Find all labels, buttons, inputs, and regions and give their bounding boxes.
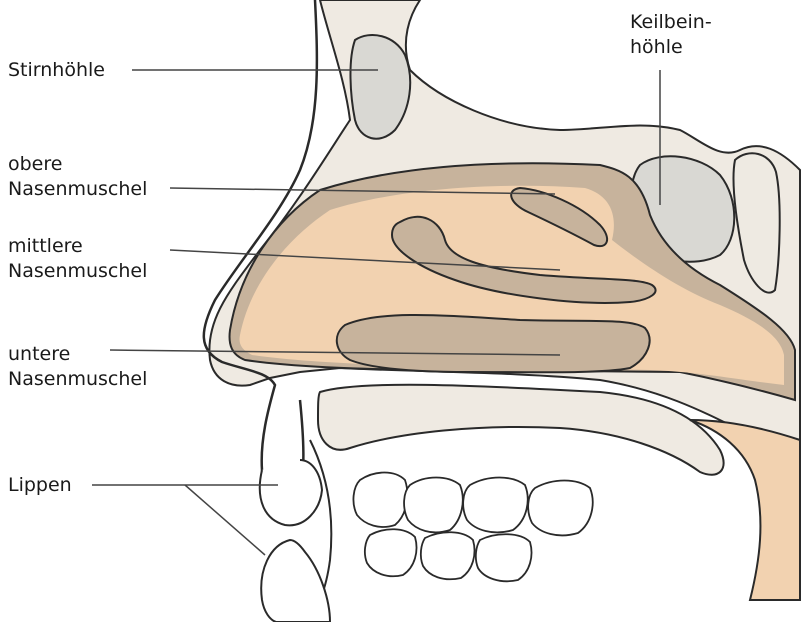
tooth <box>404 478 463 533</box>
label-lippen-text: Lippen <box>8 473 72 498</box>
label-mittlere-line2: Nasenmuschel <box>8 259 147 284</box>
tooth <box>365 529 417 576</box>
tooth <box>476 534 532 581</box>
label-untere-nasenmuschel: untere Nasenmuschel <box>8 342 147 392</box>
tooth <box>353 473 407 527</box>
label-mittlere-line1: mittlere <box>8 234 147 259</box>
label-stirnhoehle-text: Stirnhöhle <box>8 58 105 83</box>
label-mittlere-nasenmuschel: mittlere Nasenmuschel <box>8 234 147 284</box>
label-untere-line1: untere <box>8 342 147 367</box>
tooth <box>528 481 593 536</box>
label-untere-line2: Nasenmuschel <box>8 367 147 392</box>
label-obere-nasenmuschel: obere Nasenmuschel <box>8 152 147 202</box>
label-keilbein-line1: Keilbein- <box>630 10 712 35</box>
label-obere-line1: obere <box>8 152 147 177</box>
hard-palate <box>318 385 724 475</box>
inferior-turbinate <box>337 315 650 372</box>
label-keilbein-line2: höhle <box>630 35 712 60</box>
tooth <box>463 478 528 533</box>
label-lippen: Lippen <box>8 473 72 498</box>
tooth <box>421 532 475 579</box>
label-stirnhoehle: Stirnhöhle <box>8 58 105 83</box>
lower-lip <box>261 540 330 622</box>
label-keilbeinhoehle: Keilbein- höhle <box>630 10 712 60</box>
leader-lippen-lower <box>185 485 265 555</box>
label-obere-line2: Nasenmuschel <box>8 177 147 202</box>
teeth <box>353 473 592 582</box>
upper-lip <box>260 460 322 525</box>
